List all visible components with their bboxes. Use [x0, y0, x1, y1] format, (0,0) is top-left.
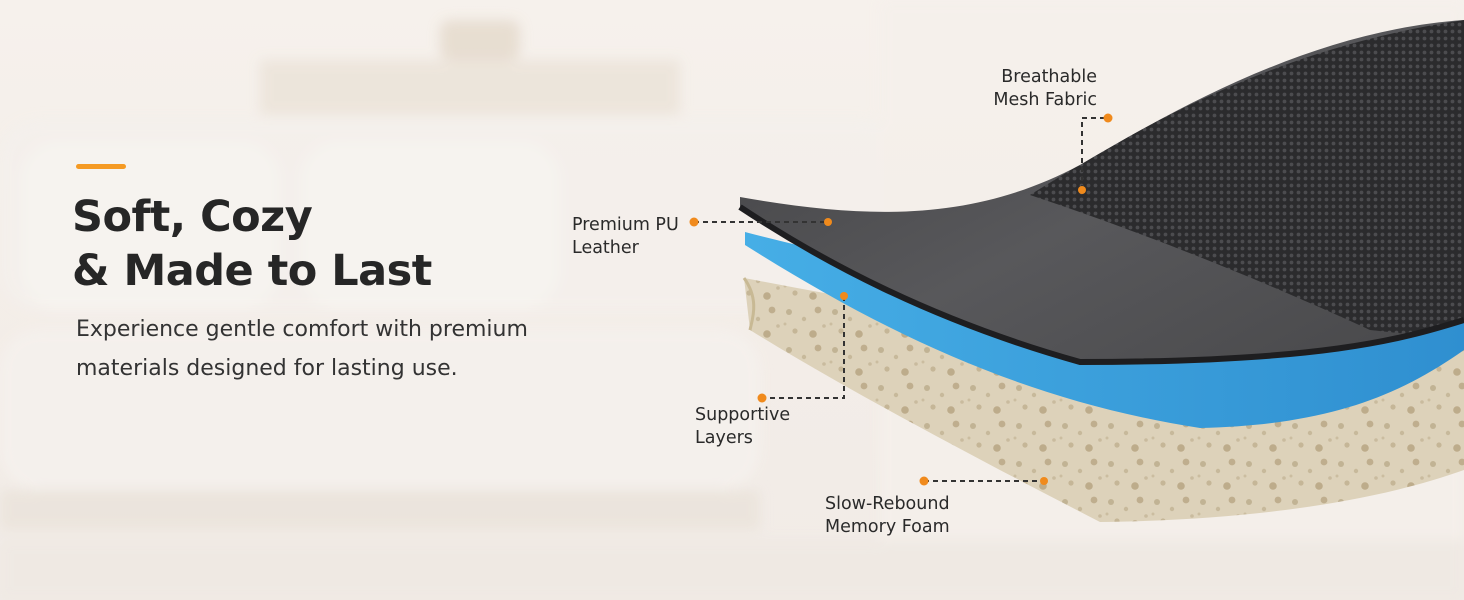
sofa-seat	[0, 330, 760, 490]
mesh-fabric-layer	[1030, 20, 1464, 340]
sofa-cushion-left	[20, 140, 280, 310]
accent-bar	[76, 164, 126, 169]
label-memory-foam: Slow-Rebound Memory Foam	[825, 494, 950, 537]
sofa-base	[0, 490, 760, 530]
headline: Soft, Cozy & Made to Last	[72, 190, 432, 298]
subheadline: Experience gentle comfort with premium m…	[76, 310, 528, 388]
callout-dots	[689, 113, 1113, 486]
shelf-decor	[440, 20, 520, 60]
label-supportive-layers: Supportive Layers	[695, 405, 791, 448]
headline-line-1: Soft, Cozy	[72, 192, 313, 242]
wall-shelf	[260, 60, 680, 115]
floor	[0, 540, 1464, 600]
subheadline-line-2: materials designed for lasting use.	[76, 356, 458, 381]
label-pu-leather: Premium PU Leather	[572, 215, 679, 258]
memory-foam-edge	[742, 277, 756, 331]
top-layer-edge	[738, 204, 1464, 366]
label-mesh-fabric: Breathable Mesh Fabric	[993, 67, 1097, 110]
sofa-cushion-mid	[300, 140, 560, 310]
callout-lines	[694, 117, 1108, 482]
headline-line-2: & Made to Last	[72, 246, 432, 296]
subheadline-line-1: Experience gentle comfort with premium	[76, 317, 528, 342]
